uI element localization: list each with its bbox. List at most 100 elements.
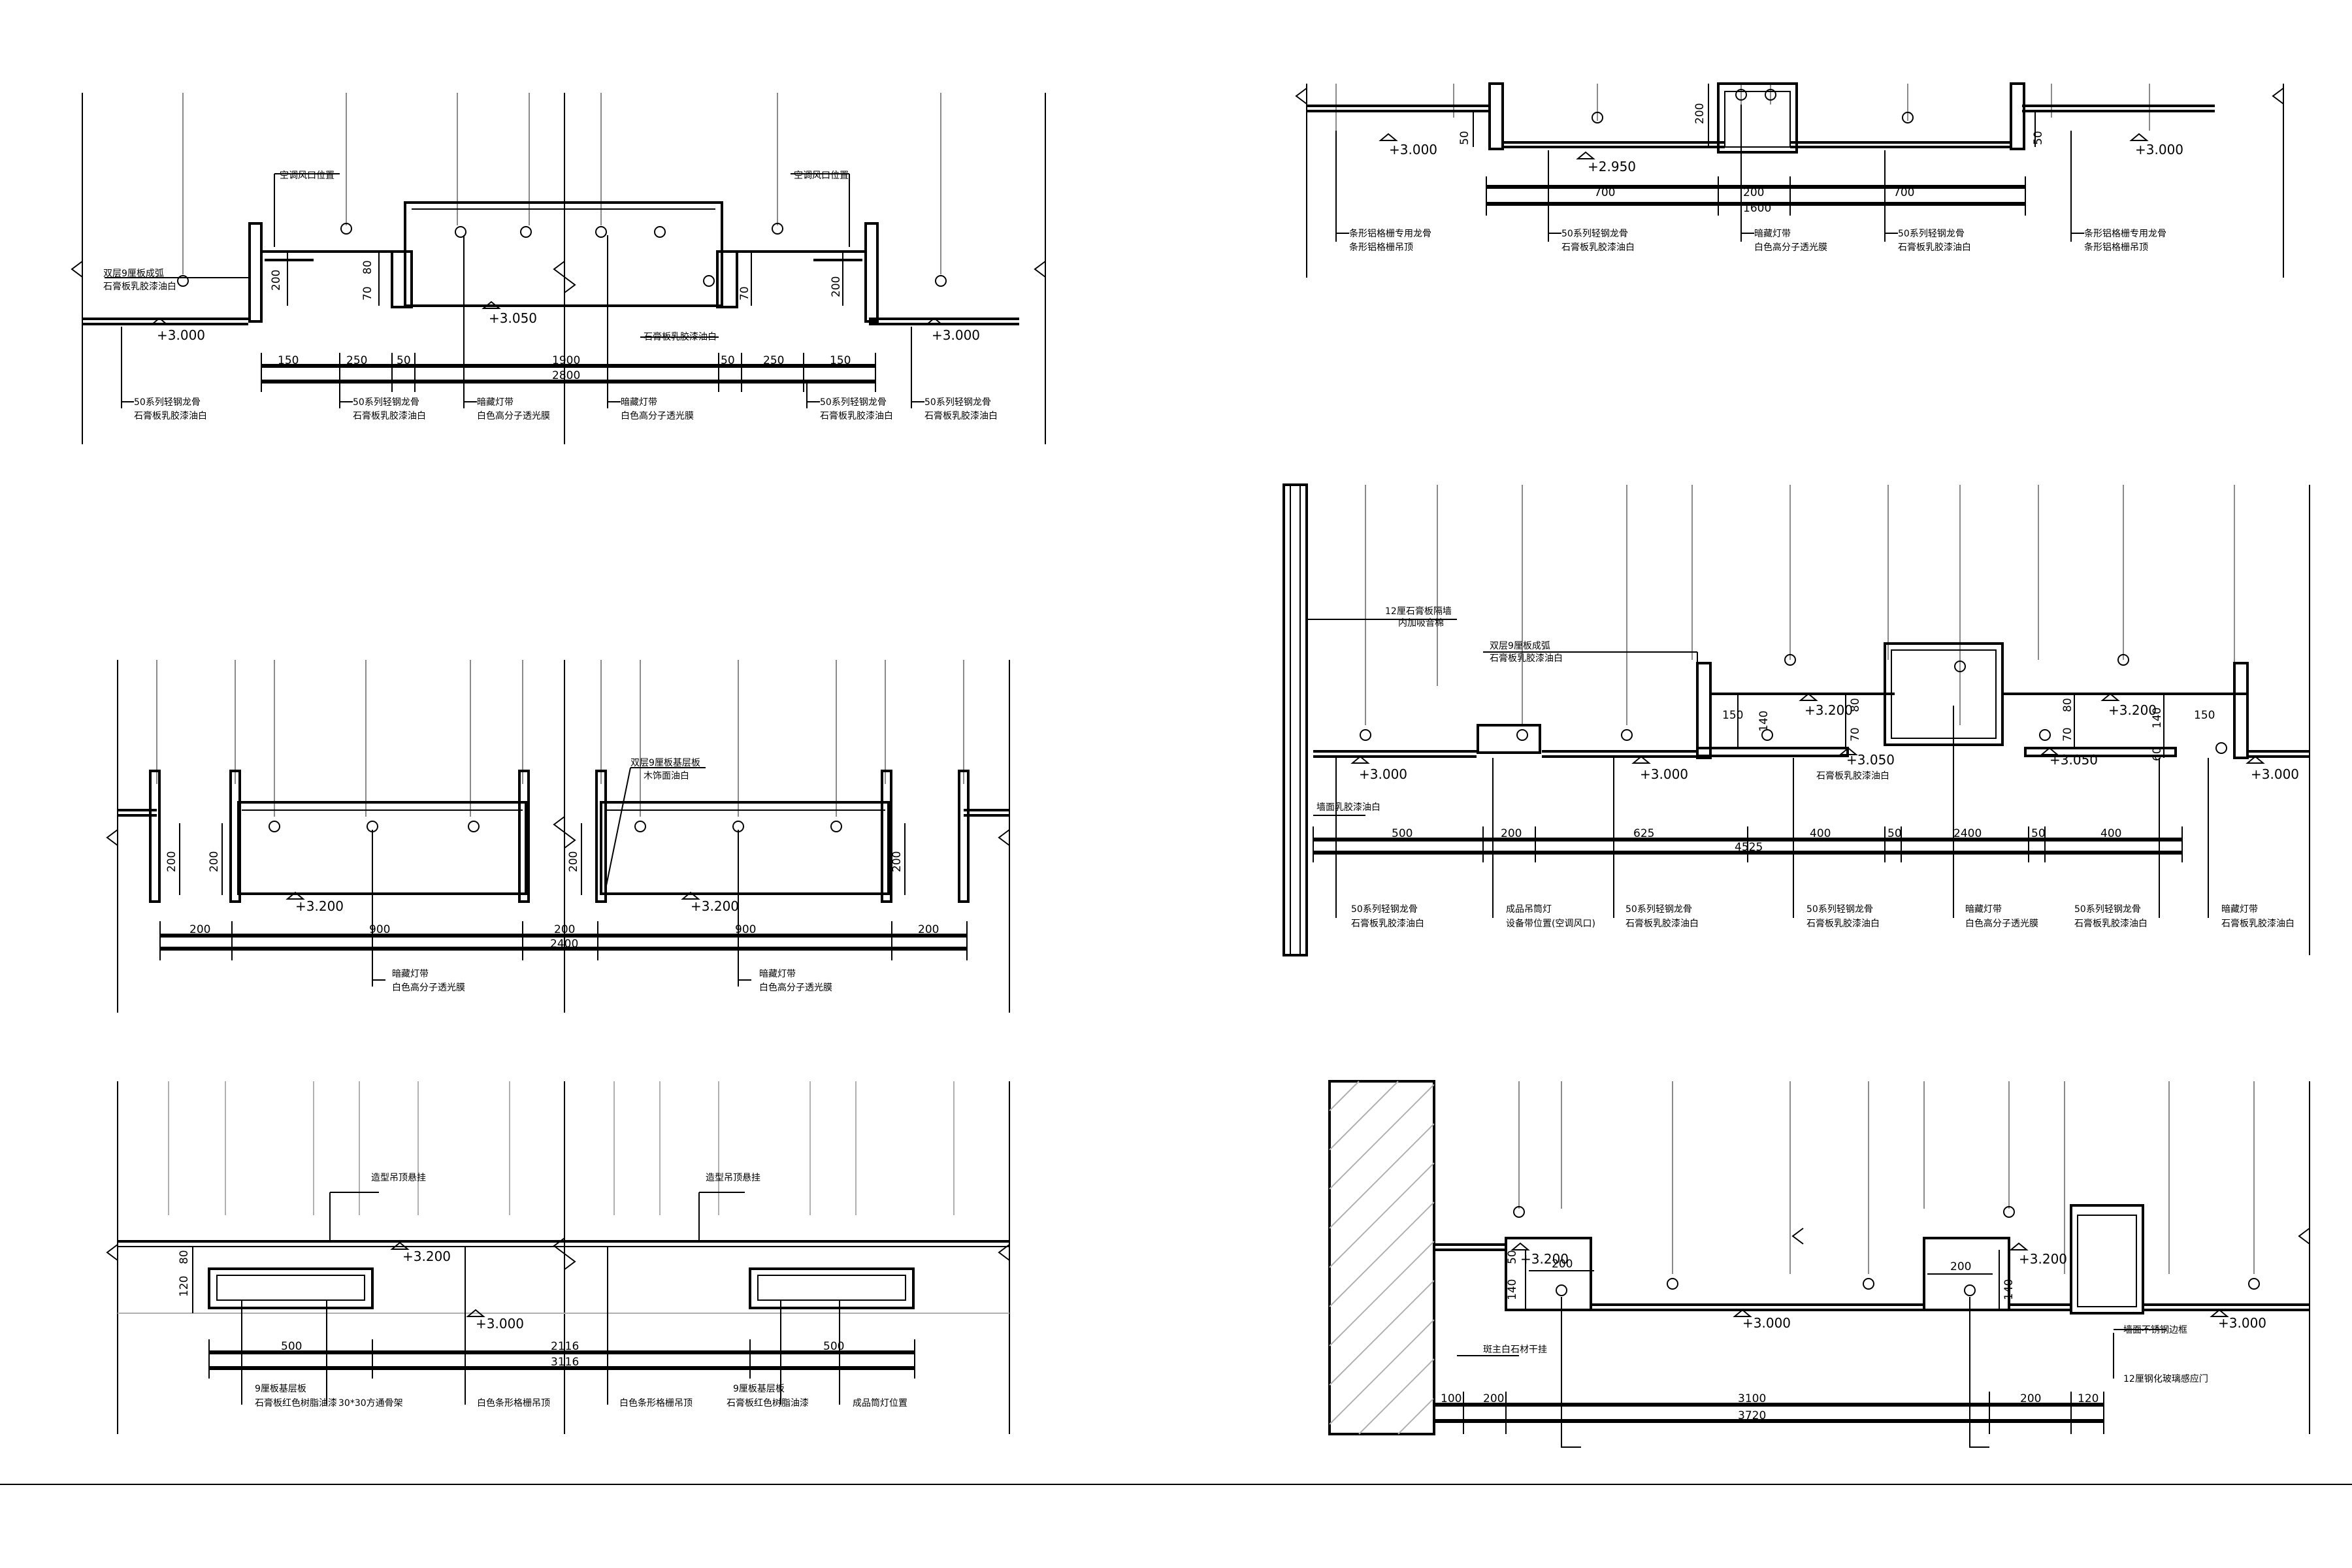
dim-v-c: 80 (1849, 698, 1862, 712)
dim-1: 200 (1501, 827, 1522, 840)
dim-v-a: 80 (178, 1250, 191, 1264)
label-a2: 石膏板红色树脂油漆 (255, 1397, 337, 1409)
label-c2: 白色高分子透光膜 (477, 410, 550, 421)
elev-2: +3.200 (691, 898, 739, 914)
label-a2: 石膏板乳胶漆油白 (134, 410, 207, 421)
elev-1: +3.000 (1389, 142, 1437, 157)
elev-1: +3.000 (1359, 766, 1407, 782)
dim-v-b: 140 (1757, 711, 1771, 732)
elev-3: +3.200 (1805, 702, 1853, 718)
label-c1: 50系列轻钢龙骨 (1625, 904, 1692, 915)
dim-1: 250 (346, 354, 367, 367)
dim-0: 700 (1594, 186, 1615, 199)
dim-v-i: 150 (2194, 709, 2215, 722)
dim-6: 50 (2031, 827, 2046, 840)
label-e2: 石膏板乳胶漆油白 (820, 410, 893, 421)
label-d1: 50系列轻钢龙骨 (1806, 904, 1873, 915)
label-b2: 设备带位置(空调风口) (1506, 918, 1595, 929)
elev-1: +3.200 (295, 898, 344, 914)
label-f1: 成品筒灯位置 (853, 1397, 907, 1409)
label-e1: 50系列轻钢龙骨 (820, 397, 887, 408)
elev-5: +3.050 (2050, 752, 2098, 768)
label-e1: 9厘板基层板 (733, 1383, 785, 1394)
dim-total: 3720 (1738, 1409, 1766, 1422)
label-d2: 石膏板乳胶漆油白 (1806, 918, 1880, 929)
dim-v-b: 200 (1693, 103, 1707, 124)
note-board1: 双层9厘板成弧 (1490, 641, 1550, 651)
dim-mid: 2116 (551, 1340, 579, 1353)
dim-v-c: 140 (2002, 1279, 2016, 1300)
dim-5: 2400 (1953, 827, 1982, 840)
elev-2: +3.000 (1640, 766, 1688, 782)
dim-1: 200 (1743, 186, 1764, 199)
label-f1: 50系列轻钢龙骨 (924, 397, 991, 408)
note-board-l2: 石膏板乳胶漆油白 (103, 281, 176, 292)
section-panel-1: 200 80 70 70 200 150 250 50 1900 50 250 … (71, 93, 1046, 444)
dim-4: 50 (721, 354, 735, 367)
elev-2: +3.000 (1742, 1315, 1791, 1331)
dim-v-a: 150 (1722, 709, 1743, 722)
label-g1: 暗藏灯带 (2221, 904, 2258, 915)
wall-hatch (1329, 1081, 1435, 1435)
dim-v-h: 60 (2151, 747, 2164, 761)
dim-inner-a: 200 (1552, 1258, 1573, 1271)
label-e2: 石膏板红色树脂油漆 (727, 1397, 809, 1409)
label-e2: 白色高分子透光膜 (1965, 918, 2038, 929)
elev-4: +3.000 (2218, 1315, 2266, 1331)
dim-0: 500 (281, 1340, 302, 1353)
elev-2: +2.950 (1588, 159, 1636, 174)
dim-v-a: 50 (1458, 131, 1471, 145)
elev-2: +3.050 (489, 310, 537, 326)
label-d1: 暗藏灯带 (621, 397, 657, 408)
label-a2: 白色高分子透光膜 (392, 982, 465, 993)
dim-1: 500 (823, 1340, 844, 1353)
dim-total: 3116 (551, 1356, 579, 1369)
dim-3: 900 (735, 923, 756, 936)
dim-1: 200 (1483, 1392, 1504, 1405)
dim-v-a: 50 (1506, 1250, 1519, 1264)
elev-6: +3.200 (2108, 702, 2157, 718)
dim-v-a: 200 (165, 851, 178, 872)
dim-v-70: 70 (361, 286, 374, 301)
dim-inner-b: 200 (1950, 1260, 1971, 1273)
label-f2: 石膏板乳胶漆油白 (924, 410, 998, 421)
dim-v-200b: 200 (830, 276, 843, 297)
elev-3: +3.200 (2019, 1251, 2067, 1267)
dim-v-c: 200 (567, 851, 580, 872)
dim-total: 2400 (550, 938, 578, 951)
dim-v-g: 140 (2151, 708, 2164, 728)
label-e1: 条形铝格栅专用龙骨 (2084, 228, 2166, 239)
elev-1: +3.200 (402, 1249, 451, 1264)
label-f2: 石膏板乳胶漆油白 (2074, 918, 2148, 929)
label-a1: 条形铝格栅专用龙骨 (1349, 228, 1431, 239)
elev-2: +3.000 (476, 1316, 524, 1331)
dim-4: 50 (1887, 827, 1902, 840)
dim-v-b: 200 (208, 851, 221, 872)
dim-2: 200 (554, 923, 575, 936)
note-wall2: 内加吸音棉 (1398, 617, 1444, 629)
label-a1: 暗藏灯带 (392, 969, 429, 979)
dim-v-d: 70 (1849, 727, 1862, 742)
label-b1: 成品吊筒灯 (1506, 904, 1552, 915)
dim-total: 4525 (1735, 841, 1763, 854)
label-a2: 条形铝格栅吊顶 (1349, 242, 1413, 253)
label-e2: 条形铝格栅吊顶 (2084, 242, 2148, 253)
dim-0: 100 (1441, 1392, 1462, 1405)
elev-1: +3.200 (1520, 1251, 1569, 1267)
dim-total: 1600 (1743, 202, 1771, 215)
label-d1: 50系列轻钢龙骨 (1898, 229, 1965, 239)
note-glass: 12厘钢化玻璃感应门 (2123, 1373, 2208, 1384)
elev-4: +3.050 (1846, 752, 1895, 768)
label-d1: 白色条形格栅吊顶 (619, 1397, 693, 1409)
dim-2: 625 (1633, 827, 1654, 840)
note-n1: 造型吊顶悬挂 (371, 1173, 426, 1183)
dim-3: 400 (1810, 827, 1831, 840)
section-panel-5: 150 140 80 70 80 70 140 60 150 +3.000 +3… (1282, 483, 2310, 956)
label-a2: 石膏板乳胶漆油白 (1351, 918, 1424, 929)
note-steel: 墙面不锈钢边框 (2123, 1325, 2187, 1335)
dim-3: 200 (2020, 1392, 2041, 1405)
note-ac-left: 空调风口位置 (280, 171, 335, 181)
note-n1: 双层9厘板基层板 (630, 757, 700, 768)
label-b1: 50系列轻钢龙骨 (353, 397, 419, 408)
dim-v-70b: 70 (738, 286, 751, 301)
